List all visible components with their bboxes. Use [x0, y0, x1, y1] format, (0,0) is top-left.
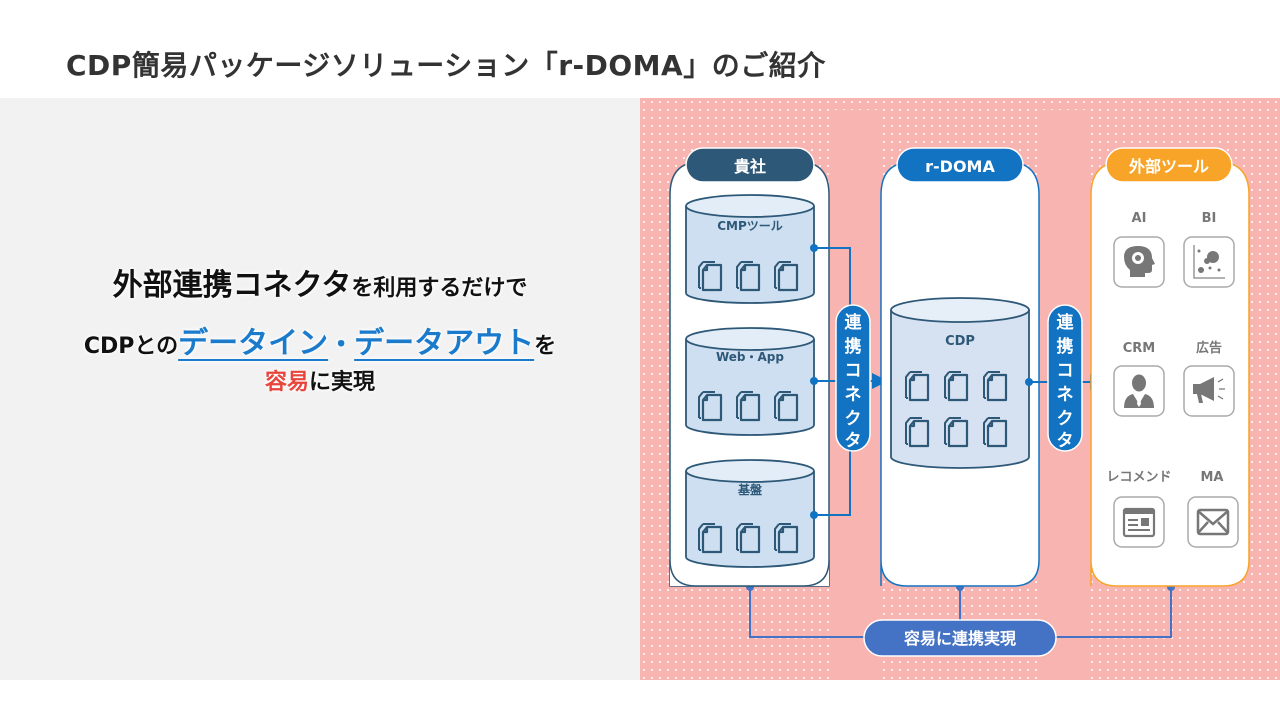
database-label: Web・App — [716, 350, 784, 364]
browser-window-icon — [1122, 507, 1156, 538]
connector-char: ク — [1057, 409, 1074, 429]
megaphone-icon — [1193, 377, 1225, 403]
page-title: CDP簡易パッケージソリューション「r-DOMA」のご紹介 — [66, 49, 826, 82]
rdoma-header — [896, 147, 1024, 183]
message-line-2: CDPとのデータイン・データアウトを — [0, 318, 640, 362]
message-text: を利用するだけで — [351, 276, 528, 301]
message-text: CDPとの — [83, 334, 179, 359]
message-line-3: 容易に実現 — [0, 364, 640, 396]
bottom-link-lines — [749, 587, 1172, 638]
data-out-highlight: データアウト — [354, 326, 535, 361]
tool-label-bi: BI — [1202, 211, 1217, 226]
message-separator: ・ — [328, 330, 355, 360]
tool-label-recommend: レコメンド — [1106, 470, 1171, 485]
connector-char: タ — [845, 431, 862, 451]
scatter-chart-icon — [1193, 245, 1225, 279]
rdoma-header-label: r-DOMA — [925, 157, 995, 176]
connector-right: 連 携 コ ネ ク タ — [1047, 304, 1083, 452]
company-header-label: 貴社 — [734, 157, 766, 176]
database-platform: 基盤 — [685, 459, 815, 568]
database-label: CMPツール — [717, 219, 783, 233]
tool-label-crm: CRM — [1123, 341, 1156, 356]
database-web-app: Web・App — [685, 327, 815, 436]
connector-char: タ — [1057, 431, 1074, 451]
connector-char: ク — [845, 409, 862, 429]
company-header — [685, 147, 815, 183]
tool-label-ai: AI — [1132, 211, 1147, 226]
message-text: を — [534, 334, 557, 359]
message-text: に実現 — [309, 370, 376, 395]
message-keyword: 外部連携コネクタ — [112, 268, 352, 303]
connector-char: 連 — [845, 312, 863, 333]
easy-integration-badge: 容易に連携実現 — [863, 619, 1057, 657]
external-tools-header-label: 外部ツール — [1128, 157, 1209, 176]
connector-char: 連 — [1057, 312, 1075, 333]
connector-char: コ — [845, 361, 862, 381]
message-panel — [0, 98, 640, 680]
tool-label-ma: MA — [1201, 470, 1224, 485]
message-line-1: 外部連携コネクタを利用するだけで — [0, 260, 640, 304]
tool-label-ad: 広告 — [1196, 340, 1222, 356]
easy-highlight: 容易 — [264, 370, 309, 395]
connector-char: ネ — [1057, 385, 1074, 405]
mail-envelope-icon — [1196, 508, 1230, 536]
ai-head-gear-icon — [1124, 246, 1155, 277]
connector-char: 携 — [845, 336, 862, 357]
business-person-icon — [1124, 374, 1154, 408]
connector-char: コ — [1057, 361, 1074, 381]
database-label: 基盤 — [737, 482, 763, 497]
easy-integration-label: 容易に連携実現 — [903, 629, 1016, 648]
database-label: CDP — [945, 334, 975, 349]
data-in-highlight: データイン — [178, 326, 329, 361]
connector-char: ネ — [845, 385, 862, 405]
connector-char: 携 — [1057, 336, 1074, 357]
external-tools-header — [1105, 147, 1233, 183]
tool-box-ma — [1187, 496, 1239, 548]
database-cmp: CMPツール — [685, 194, 815, 304]
tool-box-recommend — [1113, 496, 1165, 548]
connector-left: 連 携 コ ネ ク タ — [835, 304, 871, 452]
database-cdp: CDP — [890, 297, 1030, 469]
